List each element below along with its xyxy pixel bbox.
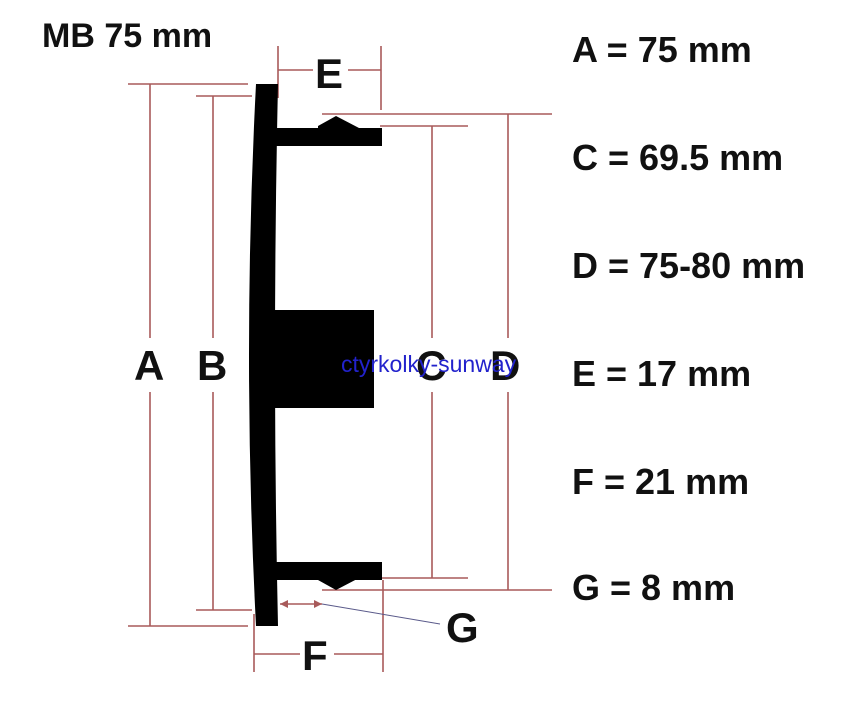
- spec-f: F = 21 mm: [572, 461, 749, 502]
- dimension-e: [277, 46, 382, 110]
- label-b: B: [197, 342, 227, 389]
- dimension-c: [380, 125, 468, 579]
- dimension-g: [280, 600, 441, 625]
- spec-e: E = 17 mm: [572, 353, 751, 394]
- label-g: G: [446, 604, 479, 651]
- dimension-a: [128, 83, 248, 627]
- dimension-d: [322, 113, 552, 591]
- label-f: F: [302, 632, 328, 679]
- dimension-f: [253, 580, 384, 672]
- hubcap-cross-section: [249, 84, 382, 626]
- spec-d: D = 75-80 mm: [572, 245, 805, 286]
- spec-a: A = 75 mm: [572, 29, 752, 70]
- dimension-b: [196, 95, 252, 611]
- label-a: A: [134, 342, 164, 389]
- label-c: C: [416, 342, 446, 389]
- label-d: D: [490, 342, 520, 389]
- spec-c: C = 69.5 mm: [572, 137, 783, 178]
- spec-list: A = 75 mm C = 69.5 mm D = 75-80 mm E = 1…: [572, 29, 805, 608]
- spec-g: G = 8 mm: [572, 567, 735, 608]
- diagram-title: MB 75 mm: [42, 17, 212, 55]
- watermark-text: ctyrkolky-sunway: [341, 351, 517, 377]
- label-e: E: [315, 50, 343, 97]
